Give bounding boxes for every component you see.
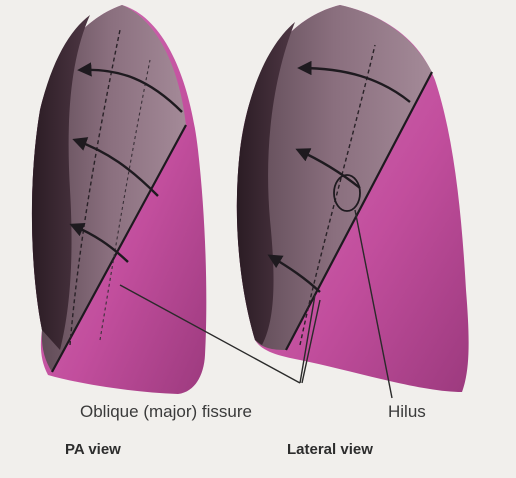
- lateral-view-title: Lateral view: [287, 441, 373, 458]
- pa-view-title: PA view: [65, 441, 121, 458]
- lateral-view-lung: [237, 5, 469, 392]
- fissure-label: Oblique (major) fissure: [80, 402, 252, 422]
- pa-view-lung: [32, 5, 206, 394]
- hilus-label: Hilus: [388, 402, 426, 422]
